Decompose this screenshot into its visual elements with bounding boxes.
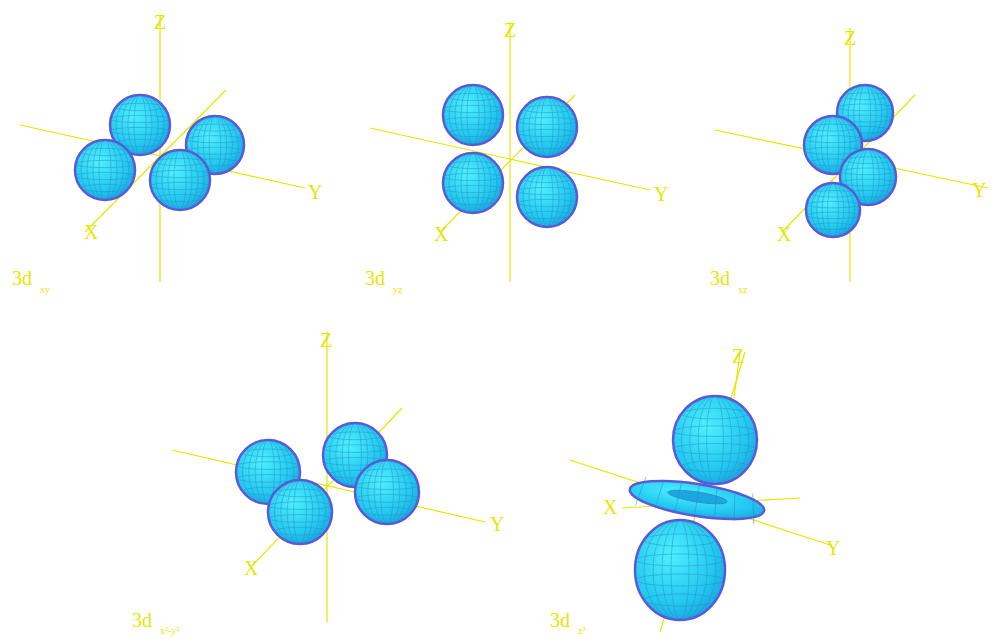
orbital-name: 3d — [12, 268, 32, 288]
orbital-ring — [627, 474, 766, 527]
orbital-name: 3d — [132, 610, 152, 630]
axis-label: Y — [654, 184, 668, 204]
orbital-subscript: z² — [578, 626, 585, 636]
orbital-subscript: xz — [738, 285, 747, 295]
axis-label: Z — [154, 12, 166, 32]
orbital-lobe — [443, 153, 503, 213]
axis-label: X — [434, 224, 448, 244]
orbital-lobe — [517, 97, 577, 157]
orbital-subscript: x²-y² — [160, 626, 179, 636]
orbital-lobe — [355, 460, 419, 524]
axis-label: X — [603, 497, 617, 517]
axis-label: X — [244, 558, 258, 578]
axis-label: Y — [826, 538, 840, 558]
axis-label: Z — [844, 28, 856, 48]
orbital-lobe — [268, 480, 332, 544]
orbital-lobe — [673, 396, 757, 484]
axis-label: Z — [732, 346, 744, 366]
axis-lines — [20, 15, 988, 632]
axis-label: X — [777, 224, 791, 244]
axis-label: Z — [504, 20, 516, 40]
axis-label: Y — [972, 180, 986, 200]
orbital-name: 3d — [365, 268, 385, 288]
orbital-lobe — [635, 520, 725, 620]
orbital-subscript: yz — [393, 285, 402, 295]
axis-label: X — [84, 222, 98, 242]
orbital-subscript: xy — [40, 285, 50, 295]
axis-label: Y — [490, 514, 504, 534]
axis-label: Z — [320, 330, 332, 350]
orbital-lobe — [517, 167, 577, 227]
orbital-lobe — [150, 150, 210, 210]
orbital-name: 3d — [550, 610, 570, 630]
axis-label: Y — [308, 182, 322, 202]
orbital-lobe — [806, 183, 860, 237]
orbital-lobe — [443, 85, 503, 145]
orbital-lobe — [75, 140, 135, 200]
orbital-name: 3d — [710, 268, 730, 288]
